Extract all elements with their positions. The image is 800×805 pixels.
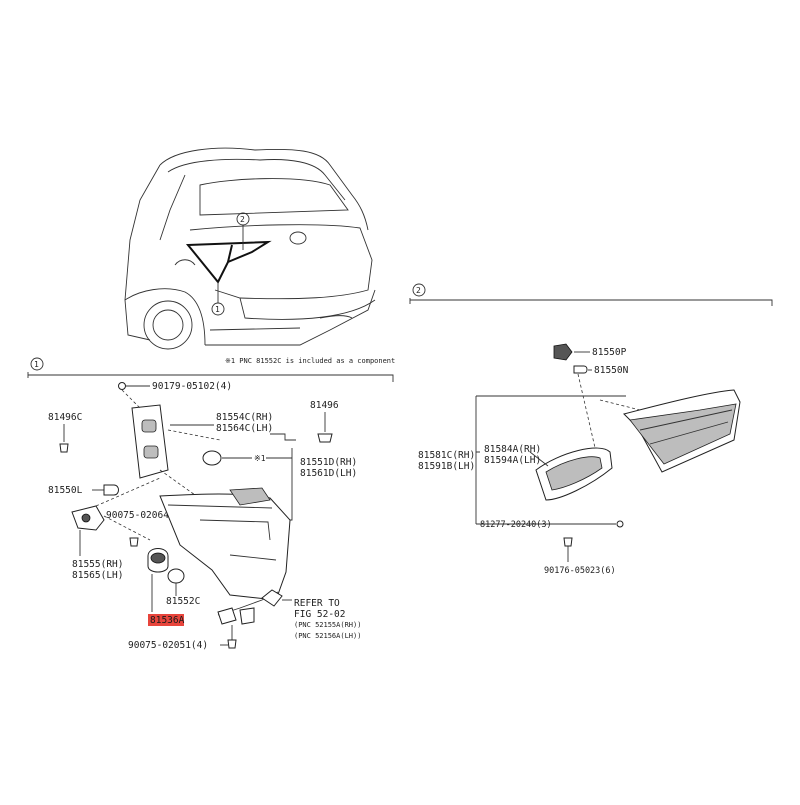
callout-1-car xyxy=(211,302,225,316)
label-81550L: 81550L xyxy=(48,485,83,496)
label-81564C: 81564C(LH) xyxy=(216,423,273,434)
label-81554C: 81554C(RH) xyxy=(216,412,273,423)
label-81277: 81277-20240(3) xyxy=(480,520,552,530)
label-90176: 90176-05023(6) xyxy=(544,566,616,576)
section-2-marker: 2 xyxy=(416,286,421,295)
label-90075-02064: 90075-02064 xyxy=(106,510,169,521)
car-illustration: 2 1 xyxy=(124,147,376,350)
callout-text: 1 xyxy=(215,305,220,314)
label-81561D: 81561D(LH) xyxy=(300,468,357,479)
label-81565: 81565(LH) xyxy=(72,570,123,581)
label-81550N: 81550N xyxy=(594,365,629,376)
refer-pnc-rh: (PNC 52155A(RH)) xyxy=(294,621,361,629)
label-81551D: 81551D(RH) xyxy=(300,457,357,468)
label-81550P: 81550P xyxy=(592,347,627,358)
label-81591B: 81591B(LH) xyxy=(418,461,475,472)
tail-lamp-outline xyxy=(185,240,272,284)
refer-to-label: REFER TO xyxy=(294,598,340,609)
label-81496C: 81496C xyxy=(48,412,82,423)
callout-2-car xyxy=(236,212,250,226)
label-81536A: 81536A xyxy=(150,615,185,626)
label-90179: 90179-05102(4) xyxy=(152,381,232,392)
label-81584A: 81584A(RH) xyxy=(484,444,541,455)
label-81594A: 81594A(LH) xyxy=(484,455,541,466)
callout-text: ※1 xyxy=(254,454,266,463)
section-2: 2 81550P 81550N 81581C(RH) 81591B(LH) 81… xyxy=(409,283,773,576)
refer-pnc-lh: (PNC 52156A(LH)) xyxy=(294,632,361,640)
callout-text: 2 xyxy=(240,215,245,224)
label-81555: 81555(RH) xyxy=(72,559,123,570)
label-90075-02051: 90075-02051(4) xyxy=(128,640,208,651)
highlight-81536A xyxy=(148,614,184,626)
label-81552C: 81552C xyxy=(166,596,200,607)
section-1: 1 90179-05102(4) 81496C 81554C(RH) 81564… xyxy=(27,357,394,651)
component-note: ※1 PNC 81552C is included as a component xyxy=(225,357,395,365)
label-81581C: 81581C(RH) xyxy=(418,450,475,461)
section-1-marker: 1 xyxy=(34,360,39,369)
refer-fig-label: FIG 52-02 xyxy=(294,609,345,620)
label-81496: 81496 xyxy=(310,400,339,411)
